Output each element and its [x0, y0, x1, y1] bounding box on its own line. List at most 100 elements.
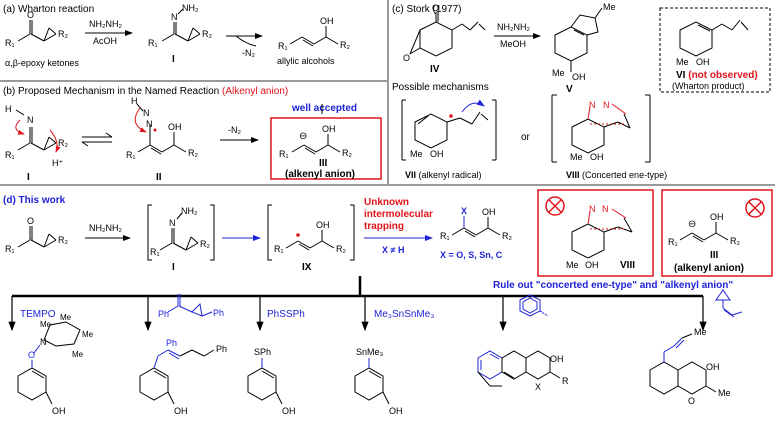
atom-me: Me	[40, 320, 52, 329]
atom-oh: OH	[430, 149, 444, 159]
unknown-top: Unknown	[364, 197, 409, 208]
intermediate-I-d	[147, 204, 215, 261]
label-I: I	[172, 54, 175, 65]
atom-r1: R₁	[440, 231, 450, 241]
unknown-mid: intermolecular	[364, 209, 433, 220]
atom-x: X	[535, 382, 541, 392]
alkenyl-radical: (alkenyl radical)	[419, 170, 482, 180]
atom-ph: Ph	[166, 338, 177, 348]
box-VI	[659, 7, 771, 93]
atom-o: O	[28, 350, 35, 360]
atom-hplus: H⁺	[52, 158, 63, 168]
atom-r2: R₂	[202, 29, 212, 39]
product-tricyclic	[477, 350, 561, 387]
reagent-tempo: TEMPO	[20, 309, 56, 320]
atom-oh: OH	[316, 220, 330, 230]
reagent-a-bottom: AcOH	[93, 36, 117, 46]
atom-r2: R₂	[342, 148, 352, 158]
atom-nh2: NH₂	[181, 206, 198, 216]
reagent-a-top: NH₂NH₂	[89, 19, 122, 29]
panel-c-title: (c) Stork (1977)	[392, 4, 461, 15]
atom-r2: R₂	[200, 239, 210, 249]
panel-b: (b) Proposed Mechanism in the Named Reac…	[3, 86, 382, 183]
atom-oh: OH	[52, 406, 66, 416]
atom-me: Me	[570, 152, 583, 162]
wharton-product: (Wharton product)	[672, 81, 745, 91]
diazene-II	[136, 103, 187, 155]
reagent-benzyne	[519, 294, 549, 317]
reagent-c-top: NH₂NH₂	[497, 22, 530, 32]
atom-oh: OH	[482, 207, 496, 217]
reagent-snsn: Me₃SnSnMe₃	[374, 309, 434, 320]
n2-loss-b: -N₂	[228, 125, 241, 135]
alkenyl-anion-caption: (alkenyl anion)	[285, 169, 355, 180]
reagent-cyclopropyl-styrene	[167, 294, 213, 317]
atom-oh: OH	[585, 260, 599, 270]
atom-oh: OH	[572, 72, 586, 82]
atom-x: X	[461, 206, 467, 216]
atom-r2: R₂	[730, 236, 740, 246]
atom-n: N	[589, 204, 596, 214]
atom-snme3: SnMe₃	[356, 347, 384, 357]
atom-n: N	[171, 12, 178, 22]
atom-r1: R₁	[668, 237, 678, 247]
well-accepted: well accepted	[291, 103, 357, 114]
hydrazone-a	[161, 8, 201, 42]
allylic-alcohol	[289, 26, 339, 47]
hydrazone-b	[15, 109, 57, 151]
atom-ph: Ph	[158, 309, 169, 319]
atom-r1: R₁	[126, 150, 136, 160]
caption-epoxy-ketones: α,β-epoxy ketones	[5, 58, 79, 68]
atom-h: H	[131, 96, 138, 106]
label-I: I	[27, 172, 30, 183]
alkenyl-anion-ruled: (alkenyl anion)	[674, 263, 744, 274]
minus-charge: ⊖	[299, 131, 307, 142]
atom-ph: Ph	[213, 308, 224, 318]
label-VIII: VIII	[566, 170, 580, 180]
label-V: V	[566, 84, 573, 95]
rule-out-caption: Rule out "concerted ene-type" and "alken…	[493, 280, 733, 291]
atom-r1: R₁	[150, 247, 160, 257]
possible-mechanisms: Possible mechanisms	[392, 82, 489, 93]
atom-n: N	[589, 100, 596, 110]
atom-o: O	[688, 396, 695, 406]
atom-r1: R₁	[278, 41, 288, 51]
atom-me: Me	[72, 350, 84, 359]
label-VII: VII	[405, 170, 416, 180]
box-III-ruled	[661, 189, 773, 277]
panel-b-title-main: (b) Proposed Mechanism in the Named Reac…	[3, 86, 219, 97]
label-IV: IV	[430, 64, 440, 75]
compound-VI	[679, 19, 749, 57]
product-pyran	[649, 333, 717, 395]
product-snme3	[354, 358, 390, 405]
atom-oh: OH	[550, 354, 564, 364]
cross-icon	[545, 196, 565, 216]
atom-oh: OH	[282, 406, 296, 416]
atom-me: Me	[566, 260, 579, 270]
atom-nh2: NH₂	[182, 3, 199, 13]
label-III: III	[710, 250, 719, 261]
box-VIII-ruled	[537, 189, 654, 277]
compound-VII	[401, 99, 497, 161]
atom-r1: R₁	[274, 244, 284, 254]
x-ne-h: X ≠ H	[382, 245, 404, 255]
atom-r2: R₂	[188, 148, 198, 158]
minus-charge: ⊖	[688, 219, 696, 230]
panel-b-title-highlight: (Alkenyl anion)	[222, 86, 288, 97]
panel-a: (a) Wharton reaction O R₁ R₂ α,β-epoxy k…	[3, 3, 350, 68]
atom-r2: R₂	[502, 231, 512, 241]
atom-r1: R₁	[148, 38, 158, 48]
atom-r1: R₁	[279, 149, 289, 159]
x-set: X = O, S, Sn, C	[440, 250, 503, 260]
atom-r2: R₂	[58, 138, 68, 148]
atom-oh: OH	[320, 16, 334, 26]
atom-ph: Ph	[216, 344, 227, 354]
atom-n: N	[602, 204, 609, 214]
atom-n: N	[40, 337, 47, 347]
atom-o: O	[403, 53, 410, 63]
atom-r2: R₂	[336, 244, 346, 254]
atom-me: Me	[410, 149, 423, 159]
epoxy-ketone-d	[17, 226, 57, 248]
atom-r2: R₂	[58, 29, 68, 39]
atom-oh: OH	[590, 152, 604, 162]
